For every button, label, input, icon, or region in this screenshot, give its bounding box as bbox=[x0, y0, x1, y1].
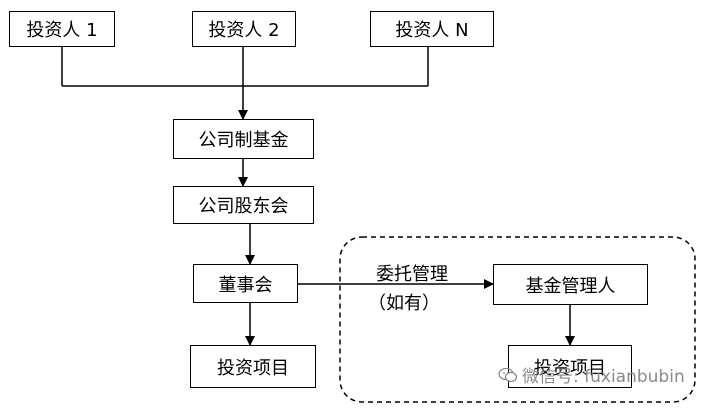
watermark-text: 微信号: fuxianbubin bbox=[522, 367, 685, 387]
fund-label: 公司制基金 bbox=[198, 130, 289, 151]
investment-left-label: 投资项目 bbox=[217, 357, 289, 379]
manager-label: 基金管理人 bbox=[525, 275, 616, 297]
investor-n-box: 投资人 N bbox=[370, 11, 494, 47]
investor-1-box: 投资人 1 bbox=[9, 11, 115, 47]
investment-right-label: 投资项目 bbox=[534, 357, 606, 379]
investment-right-box: 投资项目 bbox=[508, 345, 632, 388]
wechat-icon bbox=[498, 367, 518, 382]
investor-n-label: 投资人 N bbox=[395, 20, 469, 41]
delegation-label: 委托管理 bbox=[376, 264, 448, 285]
investor-2-label: 投资人 2 bbox=[208, 20, 280, 41]
delegation-note: （如有） bbox=[368, 293, 440, 314]
shareholders-box: 公司股东会 bbox=[173, 186, 314, 224]
investor-2-box: 投资人 2 bbox=[192, 11, 296, 47]
shareholders-label: 公司股东会 bbox=[198, 196, 289, 217]
watermark: 微信号: fuxianbubin bbox=[498, 362, 685, 387]
delegation-group-outline bbox=[339, 236, 696, 403]
investment-left-box: 投资项目 bbox=[190, 345, 316, 388]
board-label: 董事会 bbox=[218, 274, 273, 296]
manager-box: 基金管理人 bbox=[493, 264, 648, 305]
investor-1-label: 投资人 1 bbox=[26, 20, 98, 41]
fund-box: 公司制基金 bbox=[173, 119, 314, 159]
board-box: 董事会 bbox=[193, 264, 298, 303]
